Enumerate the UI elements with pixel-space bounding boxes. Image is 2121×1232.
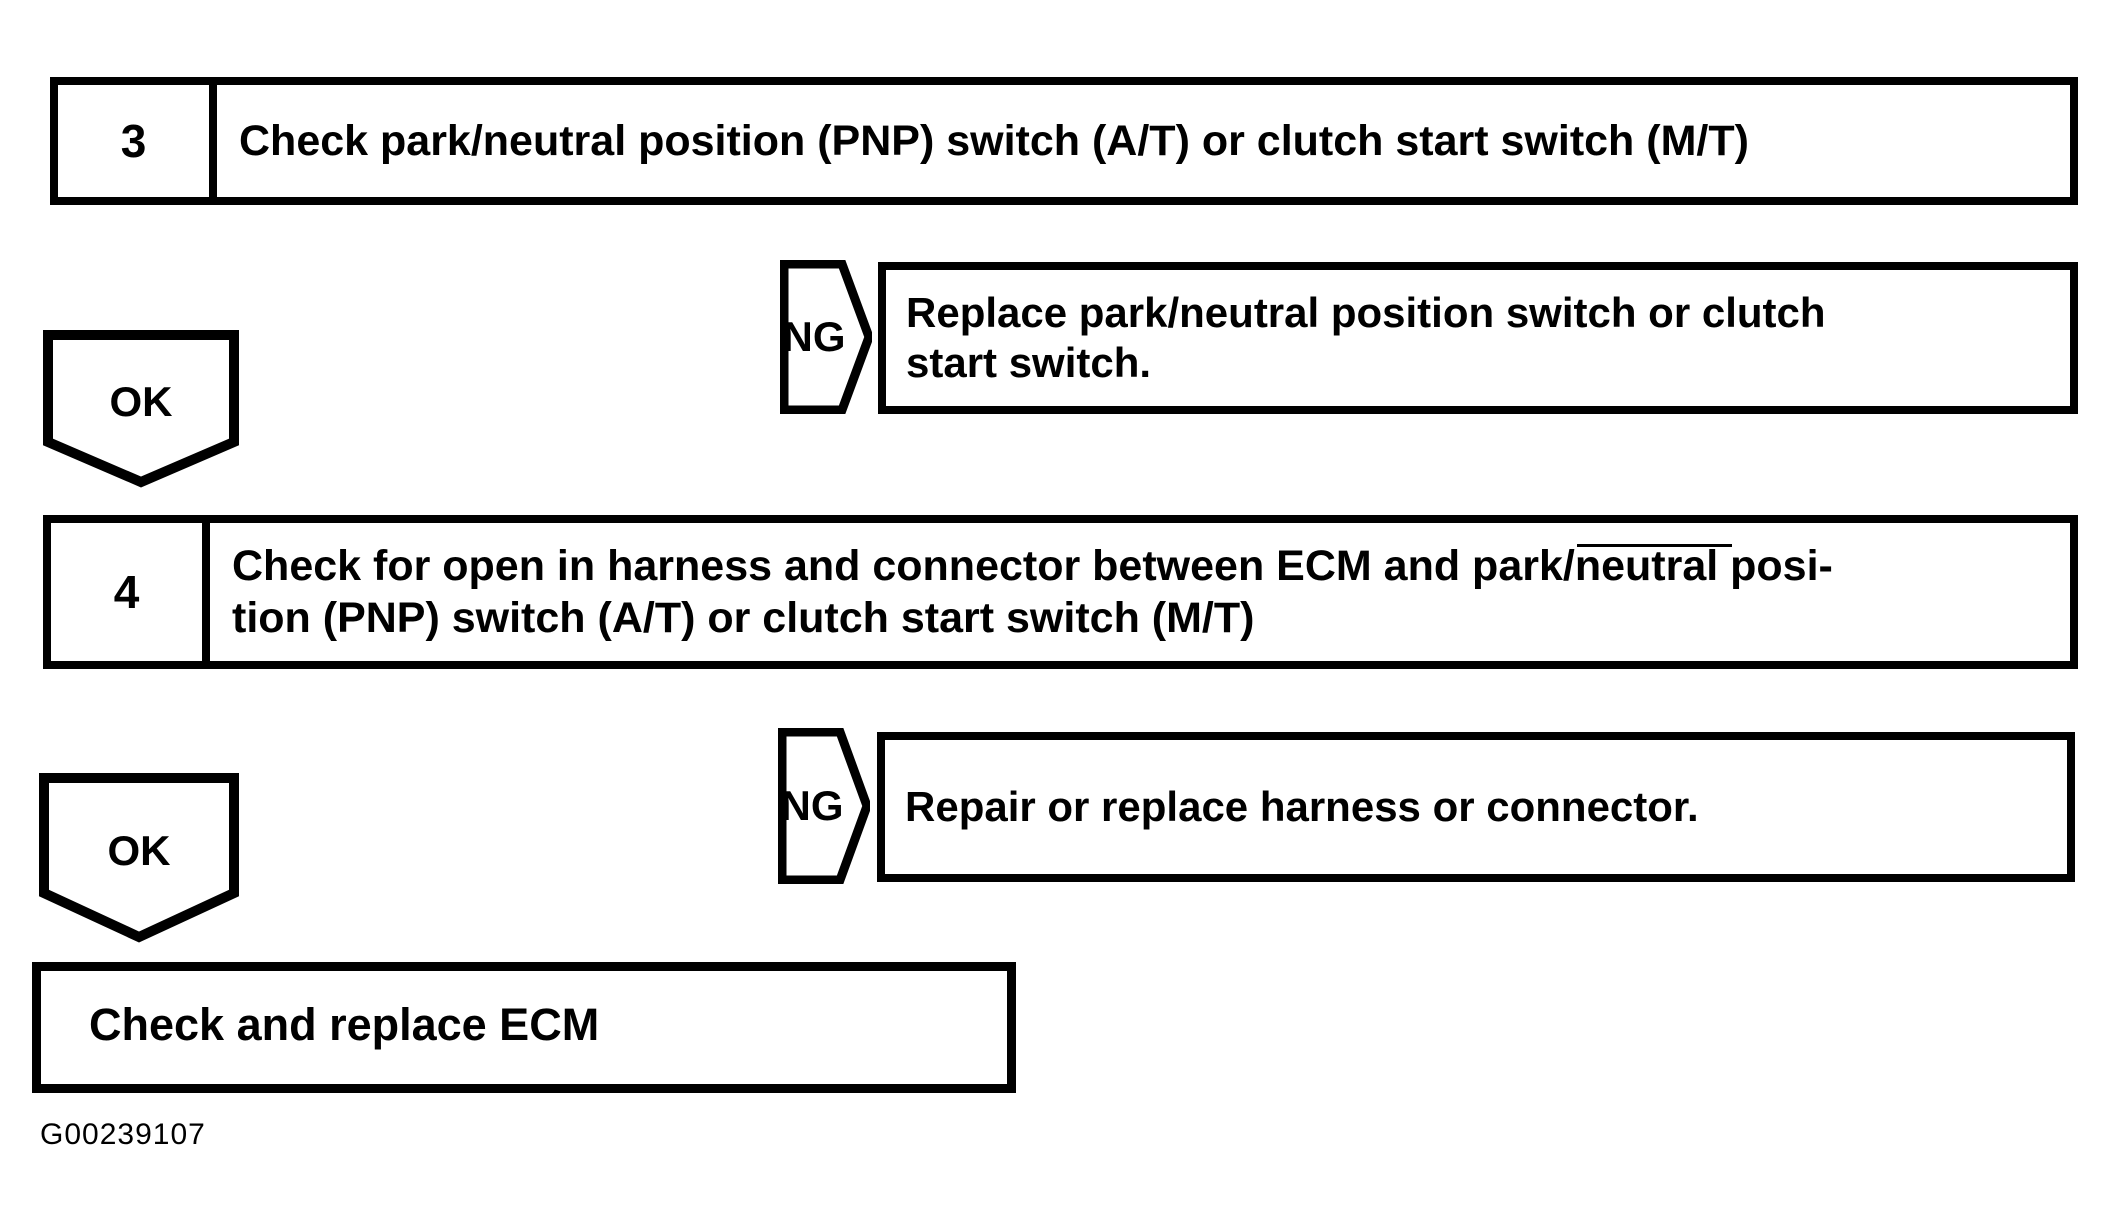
ok-pentagon-2 [39,773,239,943]
ng-result-1-box: Replace park/neutral position switch or … [878,262,2078,414]
step-4-text: Check for open in harness and connector … [232,541,1833,642]
ng-pentagon-2 [778,728,870,884]
ng-connector-2: NG [778,728,870,884]
step-4-box: 4 Check for open in harness and connecto… [43,515,2078,669]
step-4-number: 4 [51,523,210,661]
ok-label-1: OK [109,378,173,425]
ok-pentagon-1 [43,330,239,488]
ng-result-2-box: Repair or replace harness or connector. [877,732,2075,882]
final-action-box: Check and replace ECM [32,962,1016,1093]
ng-arrow-shape-2 [778,728,870,884]
ok-connector-2: OK [39,773,239,943]
step-3-number: 3 [58,85,217,197]
ng-pentagon-1 [780,260,872,414]
ok-connector-1: OK [43,330,239,488]
ok-label-2: OK [107,827,171,874]
ok-arrow-shape-2 [39,773,239,943]
ng-connector-1: NG [780,260,872,414]
step-3-text: Check park/neutral position (PNP) switch… [239,116,1749,165]
step-3-box: 3 Check park/neutral position (PNP) swit… [50,77,2078,205]
figure-id: G00239107 [40,1118,206,1151]
final-action-text: Check and replace ECM [89,998,600,1050]
ng-arrow-shape-1 [780,260,872,414]
ng-label-2: NG [780,782,844,829]
ok-arrow-shape-1 [43,330,239,488]
scan-artifact-line [1577,544,1732,547]
ng-label-1: NG [782,313,846,360]
